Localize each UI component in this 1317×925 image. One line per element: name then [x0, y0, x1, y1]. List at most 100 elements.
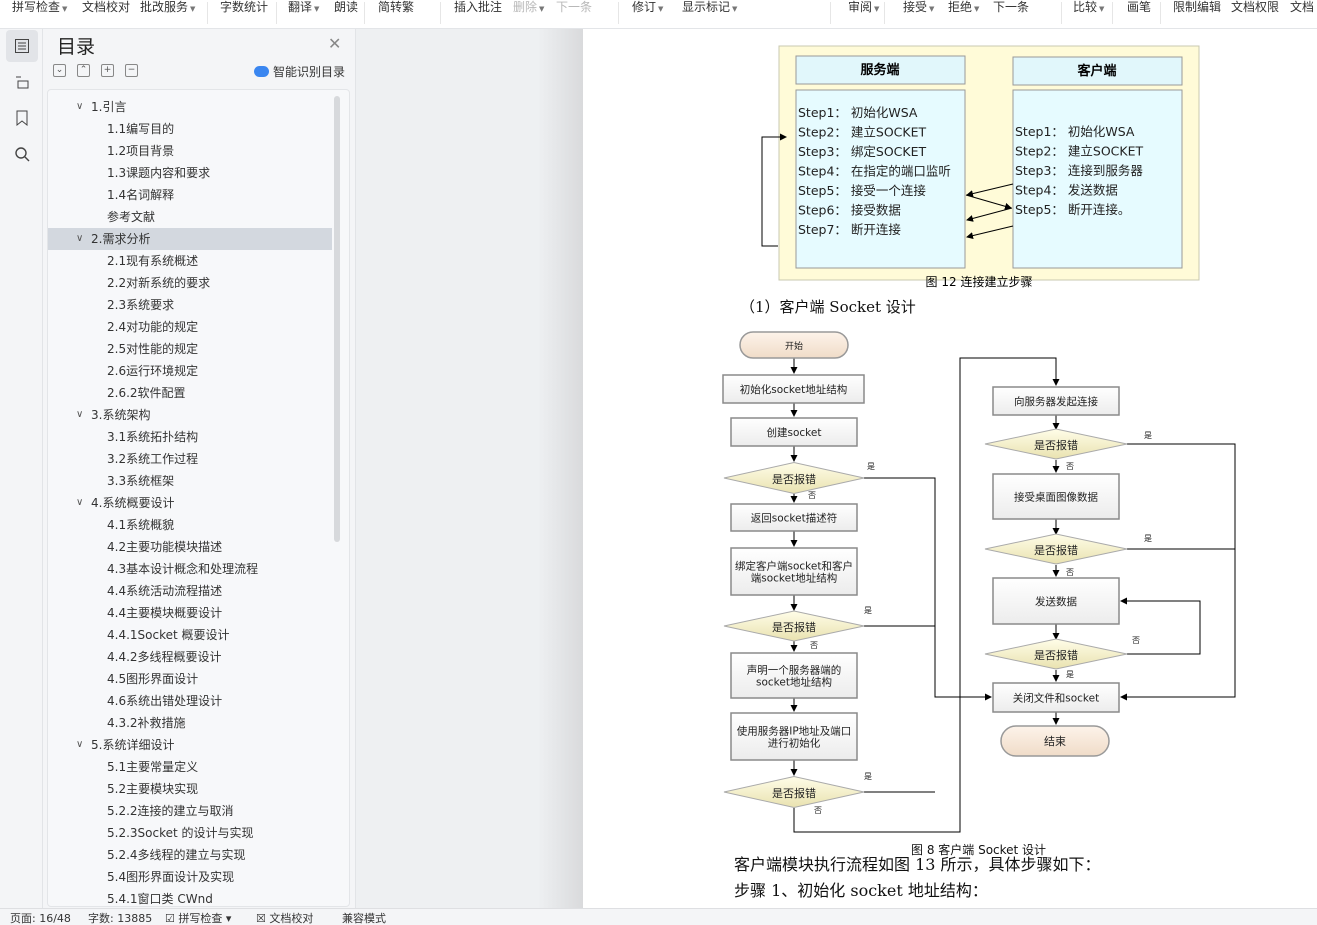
- toc-item-label: 5.2主要模块实现: [107, 782, 199, 796]
- divider: [364, 2, 365, 24]
- toolbar-item[interactable]: 文档校对: [82, 0, 130, 14]
- toc-item[interactable]: 5.2.4多线程的建立与实现: [48, 844, 332, 866]
- toolbar-item[interactable]: 下一条: [556, 0, 592, 14]
- toc-item[interactable]: 4.4主要模块概要设计: [48, 602, 332, 624]
- toc-item[interactable]: 5.2.2连接的建立与取消: [48, 800, 332, 822]
- navigation-icon[interactable]: [6, 66, 38, 98]
- toc-item[interactable]: 4.2主要功能模块描述: [48, 536, 332, 558]
- toc-item[interactable]: 2.3系统要求: [48, 294, 332, 316]
- toc-item[interactable]: 5.4.1窗口类 CWnd: [48, 888, 332, 906]
- toolbar-item[interactable]: 限制编辑: [1173, 0, 1221, 14]
- smart-toc-button[interactable]: 智能识别目录: [254, 63, 345, 80]
- toolbar-item[interactable]: 审阅▼: [848, 0, 879, 16]
- toolbar-item[interactable]: 比较▼: [1073, 0, 1104, 16]
- toc-item[interactable]: 4.3基本设计概念和处理流程: [48, 558, 332, 580]
- caret-down-icon: ▼: [190, 5, 196, 13]
- toc-item[interactable]: 5.2主要模块实现: [48, 778, 332, 800]
- toolbar-item[interactable]: 朗读: [334, 0, 358, 14]
- toc-item-label: 1.引言: [91, 100, 127, 114]
- expand-down-icon[interactable]: ⌄: [53, 64, 66, 77]
- toolbar-item-label: 拒绝: [948, 0, 973, 14]
- toolbar-item[interactable]: 下一条: [993, 0, 1029, 14]
- toolbar-item[interactable]: 拒绝▼: [948, 0, 979, 16]
- chevron-down-icon[interactable]: ∨: [76, 497, 84, 508]
- collapse-up-icon[interactable]: ⌃: [77, 64, 90, 77]
- decision-text: 是否报错: [1034, 543, 1078, 557]
- toolbar-item[interactable]: 拼写检查▼: [12, 0, 67, 16]
- toc-item[interactable]: 3.2系统工作过程: [48, 448, 332, 470]
- toolbar-item[interactable]: 文档: [1290, 0, 1314, 14]
- toc-item[interactable]: 2.6.2软件配置: [48, 382, 332, 404]
- toc-item[interactable]: 1.4名词解释: [48, 184, 332, 206]
- toc-item[interactable]: ∨5.系统详细设计: [48, 734, 332, 756]
- add-level-icon[interactable]: +: [101, 64, 114, 77]
- chevron-down-icon[interactable]: ∨: [76, 233, 84, 244]
- toolbar-item[interactable]: 文档权限: [1231, 0, 1279, 14]
- bookmark-icon[interactable]: [6, 102, 38, 134]
- toc-item-label: 2.需求分析: [91, 232, 151, 246]
- caret-down-icon: ▼: [539, 5, 545, 13]
- toc-item[interactable]: 4.4.2多线程概要设计: [48, 646, 332, 668]
- toc-item-label: 3.2系统工作过程: [107, 452, 199, 466]
- toc-item[interactable]: 4.5图形界面设计: [48, 668, 332, 690]
- toc-item[interactable]: 5.1主要常量定义: [48, 756, 332, 778]
- toolbar-item[interactable]: 批改服务▼: [140, 0, 195, 16]
- toc-item[interactable]: 3.3系统框架: [48, 470, 332, 492]
- toc-item[interactable]: 4.3.2补救措施: [48, 712, 332, 734]
- toc-item[interactable]: 2.2对新系统的要求: [48, 272, 332, 294]
- search-icon[interactable]: [6, 138, 38, 170]
- toolbar-item[interactable]: 插入批注: [454, 0, 502, 14]
- toolbar-item[interactable]: 字数统计: [220, 0, 268, 14]
- page-indicator[interactable]: 页面: 16/48: [10, 912, 71, 925]
- process-receive: [992, 473, 1120, 520]
- toolbar-item-label: 翻译: [288, 0, 313, 14]
- toolbar-item[interactable]: 翻译▼: [288, 0, 319, 16]
- toc-item[interactable]: ∨ 1.引言: [48, 96, 332, 118]
- toc-item[interactable]: 2.6运行环境规定: [48, 360, 332, 382]
- toc-item-label: 2.6.2软件配置: [107, 386, 186, 400]
- word-count[interactable]: 字数: 13885: [88, 912, 153, 925]
- toc-item[interactable]: ∨ 2.需求分析: [48, 228, 332, 250]
- toc-item[interactable]: 2.5对性能的规定: [48, 338, 332, 360]
- toc-item[interactable]: 4.6系统出错处理设计: [48, 690, 332, 712]
- toc-item[interactable]: ∨4.系统概要设计: [48, 492, 332, 514]
- chevron-down-icon[interactable]: ∨: [76, 409, 84, 420]
- toc-item[interactable]: 2.1现有系统概述: [48, 250, 332, 272]
- toc-item-label: 5.2.4多线程的建立与实现: [107, 848, 246, 862]
- toc-item-label: 4.2主要功能模块描述: [107, 540, 223, 554]
- toc-item[interactable]: 1.3课题内容和要求: [48, 162, 332, 184]
- toc-item[interactable]: 4.4.1Socket 概要设计: [48, 624, 332, 646]
- branch-label: 是: [864, 772, 872, 781]
- toc-item[interactable]: 参考文献: [48, 206, 332, 228]
- toc-item[interactable]: 1.1编写目的: [48, 118, 332, 140]
- toc-item[interactable]: 5.2.3Socket 的设计与实现: [48, 822, 332, 844]
- chevron-down-icon[interactable]: ∨: [76, 101, 84, 112]
- toolbar-item[interactable]: 修订▼: [632, 0, 663, 16]
- toc-item[interactable]: 4.1系统概貌: [48, 514, 332, 536]
- toc-item[interactable]: 1.2项目背景: [48, 140, 332, 162]
- toc-item[interactable]: 5.4图形界面设计及实现: [48, 866, 332, 888]
- remove-level-icon[interactable]: −: [125, 64, 138, 77]
- close-icon[interactable]: ✕: [328, 34, 342, 53]
- toc-item-label: 5.1主要常量定义: [107, 760, 199, 774]
- process-create-text: 创建socket: [767, 426, 822, 439]
- toolbar-item[interactable]: 接受▼: [903, 0, 934, 16]
- toolbar-item[interactable]: 显示标记▼: [682, 0, 737, 16]
- toc-item[interactable]: 4.4系统活动流程描述: [48, 580, 332, 602]
- toolbar-item[interactable]: 画笔: [1127, 0, 1151, 14]
- process-declare-text: socket地址结构: [756, 676, 832, 689]
- connector: [793, 357, 1060, 833]
- toc-item[interactable]: ∨3.系统架构: [48, 404, 332, 426]
- toolbar-item[interactable]: 删除▼: [513, 0, 544, 16]
- chevron-down-icon[interactable]: ∨: [76, 739, 84, 750]
- toc-item[interactable]: 2.4对功能的规定: [48, 316, 332, 338]
- toc-icon[interactable]: [6, 30, 38, 62]
- toc-item[interactable]: 3.1系统拓扑结构: [48, 426, 332, 448]
- client-title: 客户端: [1077, 63, 1116, 79]
- spell-check-toggle[interactable]: ☑ 拼写检查 ▾: [165, 912, 232, 925]
- toc-item-label: 4.3基本设计概念和处理流程: [107, 562, 259, 576]
- toolbar-item[interactable]: 简转繁: [378, 0, 414, 14]
- scrollbar[interactable]: [334, 96, 340, 542]
- proofread-toggle[interactable]: ☒ 文档校对: [256, 912, 313, 925]
- toolbar-item-label: 字数统计: [220, 0, 269, 14]
